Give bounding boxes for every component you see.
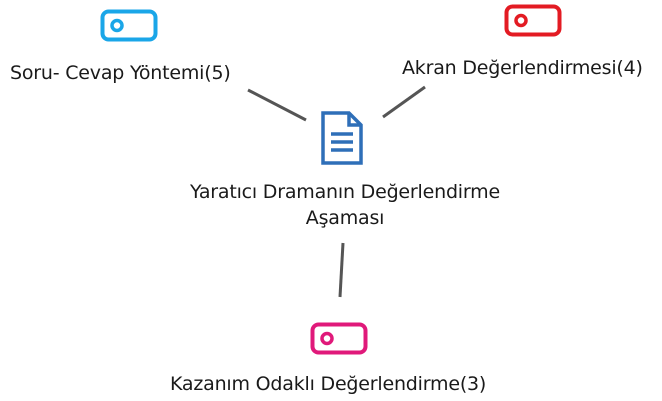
tag-icon (310, 322, 368, 355)
center-label-line2: Aşaması (305, 207, 385, 229)
node-label-kazanim: Kazanım Odaklı Değerlendirme(3) (170, 373, 487, 395)
document-icon (321, 111, 363, 165)
node-label-soru-cevap: Soru- Cevap Yöntemi(5) (10, 62, 231, 84)
connector-soru-cevap (247, 88, 307, 122)
node-label-akran: Akran Değerlendirmesi(4) (402, 57, 643, 79)
tag-icon (100, 9, 158, 42)
center-label: Yaratıcı Dramanın Değerlendirme Aşaması (150, 180, 540, 230)
center-label-line1: Yaratıcı Dramanın Değerlendirme (190, 181, 500, 203)
connector-kazanim (338, 242, 345, 298)
tag-icon (504, 4, 562, 37)
connector-akran (382, 85, 426, 119)
